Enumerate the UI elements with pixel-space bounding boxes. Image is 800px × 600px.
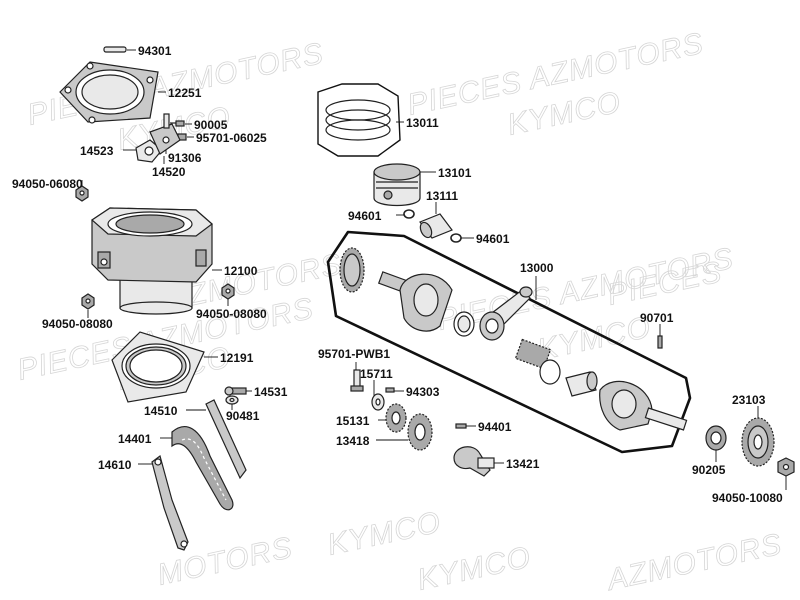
label-13101: 13101 — [438, 166, 472, 180]
label-94050-06080: 94050-06080 — [12, 177, 83, 191]
label-94301: 94301 — [138, 44, 172, 58]
label-90701: 90701 — [640, 311, 674, 325]
label-94050-08080: 94050-08080 — [196, 307, 267, 321]
label-13011: 13011 — [406, 116, 439, 130]
part-13421-balancer — [453, 446, 495, 477]
part-14401-cam-chain — [171, 426, 234, 511]
part-12191-base-gasket — [111, 331, 205, 403]
label-14520: 14520 — [152, 165, 186, 179]
part-15131-gear — [385, 403, 407, 433]
part-13000-crank-left-half — [377, 271, 453, 332]
part-94601-clip-left — [403, 209, 415, 219]
part-90205-nut — [705, 425, 727, 451]
part-13000-thrust-washer — [539, 359, 561, 385]
watermark-text: AZMOTORS — [603, 528, 785, 598]
watermark-text: KYMCO — [535, 311, 654, 367]
part-12100-cylinder — [91, 207, 213, 315]
label-90205: 90205 — [692, 463, 726, 477]
watermark-text: KYMCO — [415, 541, 534, 597]
part-14610-tensioner-guide — [151, 454, 189, 551]
part-94050-10080-nut — [777, 457, 795, 477]
label-94050-08080: 94050-08080 — [42, 317, 113, 331]
label-94601-left: 94601 — [348, 209, 382, 223]
label-14510: 14510 — [144, 404, 178, 418]
part-90481-washer — [225, 395, 239, 405]
part-90005-bolt — [170, 120, 185, 127]
label-90481: 90481 — [226, 409, 260, 423]
label-13418: 13418 — [336, 434, 370, 448]
part-13000-seal-ring — [453, 311, 475, 337]
label-14610: 14610 — [98, 458, 132, 472]
part-94050-06080-nut — [75, 185, 89, 202]
leader-lines — [81, 49, 787, 490]
label-91306: 91306 — [168, 151, 202, 165]
part-94303-pin — [385, 387, 395, 393]
part-13000-connecting-rod — [479, 286, 533, 341]
label-12100: 12100 — [224, 264, 258, 278]
part-94601-clip-right — [450, 233, 462, 243]
label-14523: 14523 — [80, 144, 114, 158]
part-94050-08080-nut-left — [81, 293, 95, 310]
label-12251: 12251 — [168, 86, 202, 100]
label-90005: 90005 — [194, 118, 228, 132]
label-14531: 14531 — [254, 385, 288, 399]
label-13421: 13421 — [506, 457, 540, 471]
part-12251-head-gasket — [59, 61, 159, 124]
label-95701-06025: 95701-06025 — [196, 131, 267, 145]
part-95701-pwb1-bolt — [350, 369, 364, 392]
part-13011-piston-rings — [317, 83, 401, 157]
part-13101-piston — [373, 163, 421, 207]
label-94303: 94303 — [406, 385, 440, 399]
part-94050-08080-nut-right — [221, 283, 235, 300]
label-23103: 23103 — [732, 393, 766, 407]
label-13111: 13111 — [426, 189, 458, 203]
part-13000-needle-bearing — [514, 338, 552, 370]
part-13418-gear — [407, 413, 433, 451]
label-94601-right: 94601 — [476, 232, 510, 246]
part-labels: 94301 12251 90005 95701-06025 14523 9130… — [12, 44, 783, 505]
label-13000: 13000 — [520, 261, 554, 275]
watermark-text: KYMCO — [325, 506, 444, 562]
part-13000-crank-right-half — [599, 380, 688, 431]
label-94401: 94401 — [478, 420, 512, 434]
part-15711-washer — [371, 393, 385, 411]
label-14401: 14401 — [118, 432, 152, 446]
part-14510-chain-guide — [205, 399, 247, 480]
part-94301-pin — [103, 46, 127, 53]
label-94050-10080: 94050-10080 — [712, 491, 783, 505]
part-90701-key — [657, 335, 663, 349]
part-14520-tensioner — [149, 113, 181, 155]
label-95701-pwb1: 95701-PWB1 — [318, 347, 390, 361]
label-12191: 12191 — [220, 351, 254, 365]
label-15131: 15131 — [336, 414, 370, 428]
part-23103-primary-gear — [741, 417, 775, 467]
part-13111-piston-pin — [419, 213, 453, 239]
part-13000-crank-pin — [565, 371, 598, 397]
part-13000-crank-gear — [339, 247, 365, 293]
assembly-13000-outline — [326, 230, 692, 454]
label-15711: 15711 — [360, 367, 393, 381]
part-94401-pin — [455, 423, 467, 429]
part-14531-bolt — [224, 386, 247, 396]
